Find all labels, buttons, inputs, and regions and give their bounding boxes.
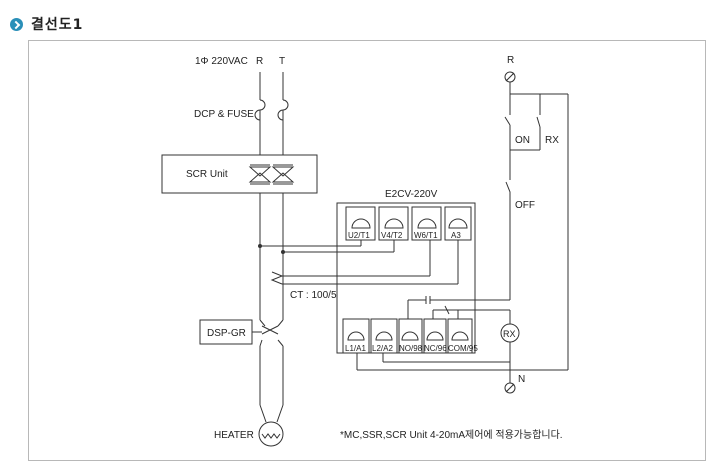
bottom-terminal-block <box>342 318 473 354</box>
ct-coil-icon <box>270 271 284 285</box>
relay-box <box>336 202 476 354</box>
footnote: *MC,SSR,SCR Unit 4-20mA제어에 적용가능합니다. <box>340 429 563 441</box>
fuse-label: DCP & FUSE <box>194 109 254 120</box>
diagram-frame <box>28 40 706 461</box>
on-switch-icon <box>504 116 511 130</box>
control-r-label: R <box>507 55 514 66</box>
terminal-label-w6t1: W6/T1 <box>414 231 438 240</box>
fuse-r-icon <box>254 99 266 121</box>
terminal-label-com95: COM/95 <box>448 344 478 353</box>
heater-icon <box>258 421 284 447</box>
off-switch-icon <box>505 181 511 200</box>
phase-t-label: T <box>279 56 285 67</box>
rx-contact-label: RX <box>545 135 559 146</box>
control-n-label: N <box>518 374 525 385</box>
terminal-label-nc96: NC/96 <box>424 344 447 353</box>
dsp-sensor-icon <box>261 325 279 335</box>
rx-contact-icon <box>536 116 541 130</box>
terminal-label-u2t1: U2/T1 <box>348 231 370 240</box>
heater-label: HEATER <box>214 430 254 441</box>
top-terminal-block <box>345 206 472 241</box>
terminal-label-a3: A3 <box>451 231 461 240</box>
page-title: 결선도1 <box>31 17 84 33</box>
dsp-label: DSP-GR <box>207 328 246 339</box>
terminal-label-l2a2: L2/A2 <box>372 344 393 353</box>
terminal-n-icon <box>504 382 516 394</box>
rx-coil-label: RX <box>503 329 516 339</box>
page-header: 결선도1 <box>10 14 83 34</box>
relay-title: E2CV-220V <box>385 189 438 200</box>
ct-label: CT : 100/5 <box>290 290 337 301</box>
on-label: ON <box>515 135 530 146</box>
terminal-label-v4t2: V4/T2 <box>381 231 403 240</box>
terminal-label-no98: NO/98 <box>399 344 423 353</box>
chevron-circle-icon <box>10 17 23 31</box>
scr-label: SCR Unit <box>186 169 228 180</box>
off-label: OFF <box>515 200 535 211</box>
phase-r-label: R <box>256 56 263 67</box>
terminal-label-l1a1: L1/A1 <box>345 344 366 353</box>
fuse-t-icon <box>277 99 289 121</box>
scr-unit-box <box>161 154 318 194</box>
scr-thyristor-icon <box>248 164 295 185</box>
supply-label: 1Φ 220VAC <box>195 56 248 67</box>
